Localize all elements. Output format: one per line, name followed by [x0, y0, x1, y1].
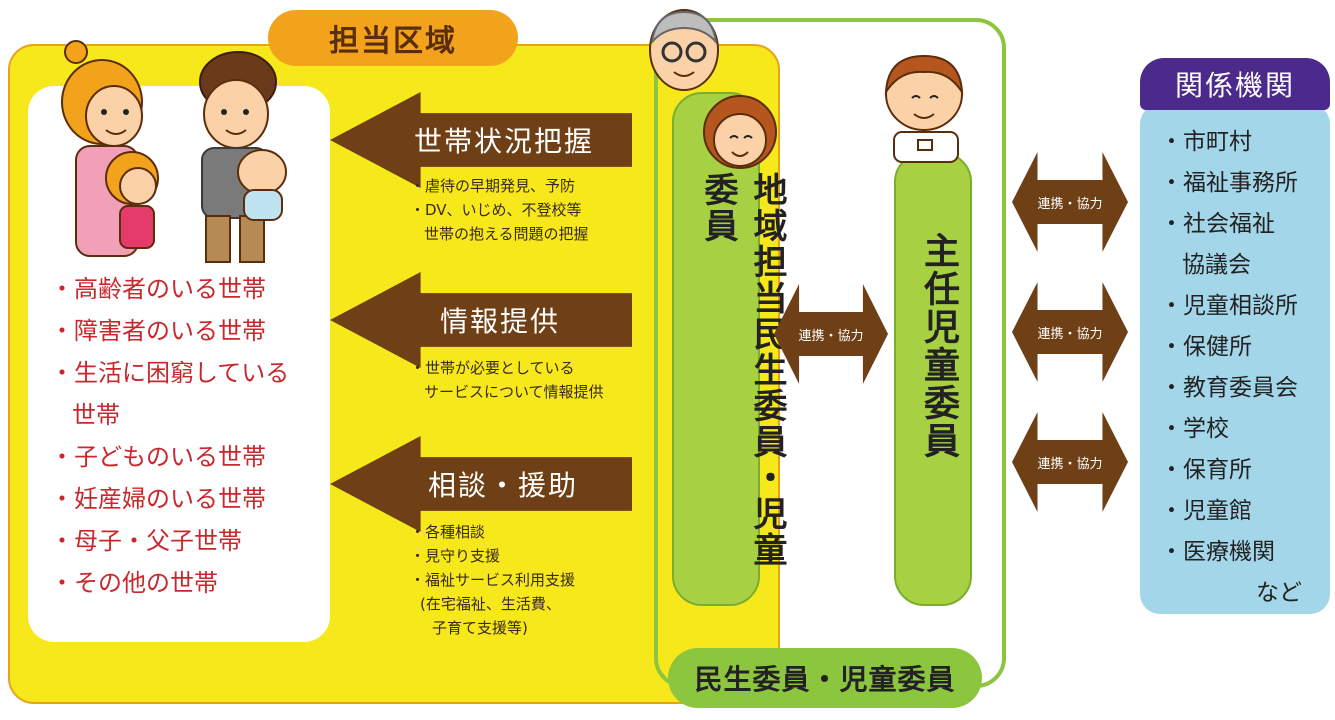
agency-item: ・児童相談所: [1160, 293, 1298, 319]
agencies-box: [1140, 104, 1330, 614]
household-item: ・母子・父子世帯: [50, 527, 242, 555]
cooperation-arrow-3: 連携・協力: [1012, 412, 1128, 512]
household-list: ・高齢者のいる世帯 ・障害者のいる世帯 ・生活に困窮している 世帯 ・子どものい…: [50, 268, 320, 604]
household-item: ・高齢者のいる世帯: [50, 275, 266, 303]
cooperation-arrow-1: 連携・協力: [1012, 152, 1128, 252]
cooperation-label: 連携・協力: [1037, 456, 1103, 472]
agencies-title: 関係機関: [1140, 58, 1330, 110]
activity-notes-info: ・世帯が必要としている サービスについて情報提供: [410, 356, 604, 404]
elder-face-icon: [649, 9, 719, 91]
household-item: ・その他の世帯: [50, 569, 218, 597]
agency-item: ・保育所: [1160, 457, 1252, 483]
cooperation-arrow-2: 連携・協力: [1012, 282, 1128, 382]
activity-note: ・福祉サービス利用支援: [410, 571, 576, 589]
activity-label-consult: 相談・援助: [428, 469, 579, 502]
agency-item: ・福祉事務所: [1160, 170, 1298, 196]
activity-notes-status: ・虐待の早期発見、予防 ・DV、いじめ、不登校等 世帯の抱える問題の把握: [410, 174, 589, 246]
chief-commissioner-label: 主任児童委員: [918, 232, 959, 460]
agency-item: ・保健所: [1160, 334, 1252, 360]
cooperation-label: 連携・協力: [1037, 326, 1103, 342]
activity-note: ・各種相談: [410, 523, 486, 541]
regional-commissioner-label: 地域担当民生委員・児童委員: [698, 172, 787, 568]
regional-commissioner-pill: [672, 92, 760, 606]
household-item: ・妊産婦のいる世帯: [50, 485, 266, 513]
agency-list: ・市町村 ・福祉事務所 ・社会福祉 協議会 ・児童相談所 ・保健所 ・教育委員会…: [1160, 122, 1302, 614]
activity-notes-consult: ・各種相談 ・見守り支援 ・福祉サービス利用支援 (在宅福祉、生活費、 子育て支…: [410, 520, 575, 640]
cooperation-label: 連携・協力: [798, 328, 864, 344]
agency-item: ・児童館: [1160, 498, 1252, 524]
agency-item: など: [1256, 580, 1302, 606]
household-item: ・生活に困窮している: [50, 359, 290, 387]
chief-commissioner-pill: [894, 152, 972, 606]
activity-label-status: 世帯状況把握: [414, 125, 595, 158]
agency-item: ・社会福祉: [1160, 211, 1275, 237]
chief-face-icon: [884, 54, 964, 163]
agency-item: ・学校: [1160, 416, 1229, 442]
activity-note: (在宅福祉、生活費、: [420, 595, 561, 613]
activity-note: ・見守り支援: [410, 547, 501, 565]
agency-item: ・教育委員会: [1160, 375, 1298, 401]
activity-label-info: 情報提供: [440, 305, 561, 338]
agency-item: ・市町村: [1160, 129, 1252, 155]
family-illustration: [61, 40, 287, 263]
activity-note: ・DV、いじめ、不登校等: [410, 201, 582, 219]
woman-face-icon: [703, 95, 777, 169]
activity-note: 世帯の抱える問題の把握: [424, 225, 589, 243]
service-area-title: 担当区域: [268, 10, 518, 66]
cooperation-label: 連携・協力: [1037, 196, 1103, 212]
household-item: 世帯: [72, 401, 120, 429]
activity-note: サービスについて情報提供: [424, 383, 604, 401]
activity-note: ・虐待の早期発見、予防: [410, 177, 576, 195]
activity-note: ・世帯が必要としている: [410, 359, 575, 377]
agency-item: ・医療機関: [1160, 539, 1275, 565]
household-item: ・障害者のいる世帯: [50, 317, 266, 345]
activity-note: 子育て支援等): [432, 619, 528, 637]
household-item: ・子どものいる世帯: [50, 443, 266, 471]
committee-label: 民生委員・児童委員: [668, 648, 982, 708]
agency-item: 協議会: [1182, 252, 1251, 278]
